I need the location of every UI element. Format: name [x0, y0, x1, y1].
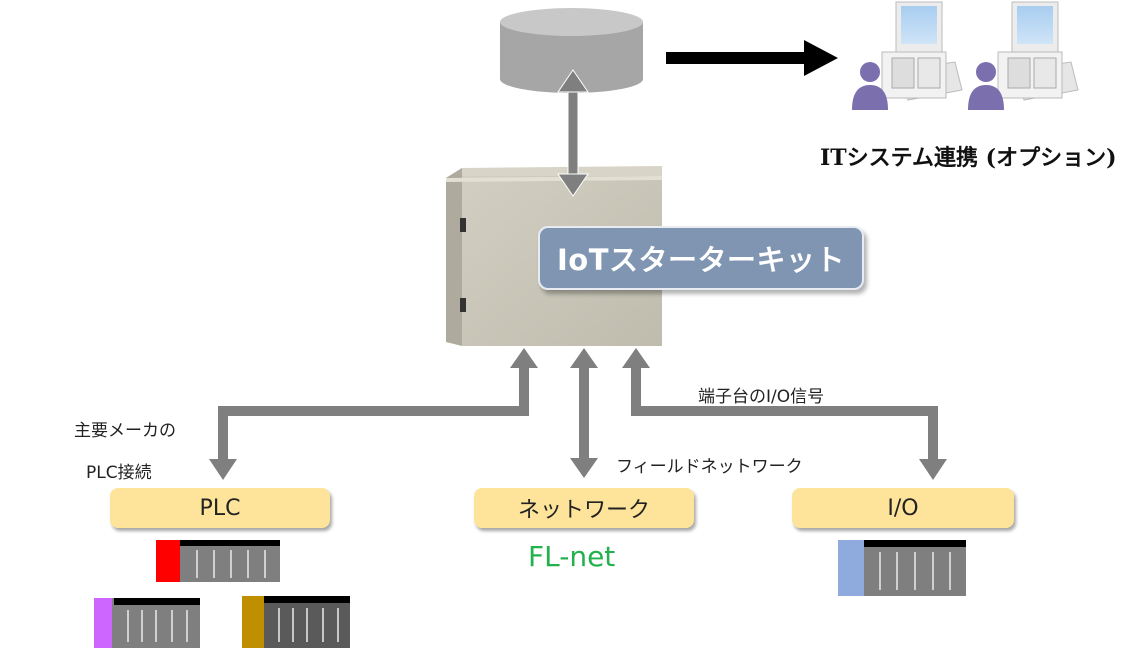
plc-caption-line1: 主要メーカの [74, 421, 176, 441]
plc-caption-line2: PLC接続 [86, 463, 152, 483]
plc-module-icon [94, 598, 200, 648]
plc-node: PLC [110, 488, 330, 528]
network-caption: フィールドネットワーク [616, 457, 803, 477]
network-node: ネットワーク [474, 488, 694, 528]
it-system-caption: ITシステム連携 (オプション) [820, 145, 1117, 171]
iot-starter-kit-label: IoTスターターキット [538, 226, 864, 290]
plc-connection-arrow [209, 348, 538, 480]
user-workstation-icon [852, 1, 963, 110]
io-module-icon [838, 540, 966, 596]
user-workstation-icon [968, 1, 1079, 110]
db-cabinet-arrow [557, 69, 589, 197]
export-arrow [666, 40, 838, 76]
io-connection-arrow [622, 348, 947, 480]
plc-module-icon [242, 596, 350, 648]
io-node: I/O [792, 488, 1014, 528]
fl-net-label: FL-net [528, 540, 616, 573]
plc-module-icon [156, 540, 280, 582]
network-connection-arrow [570, 348, 598, 478]
io-caption: 端子台のI/O信号 [698, 387, 825, 407]
